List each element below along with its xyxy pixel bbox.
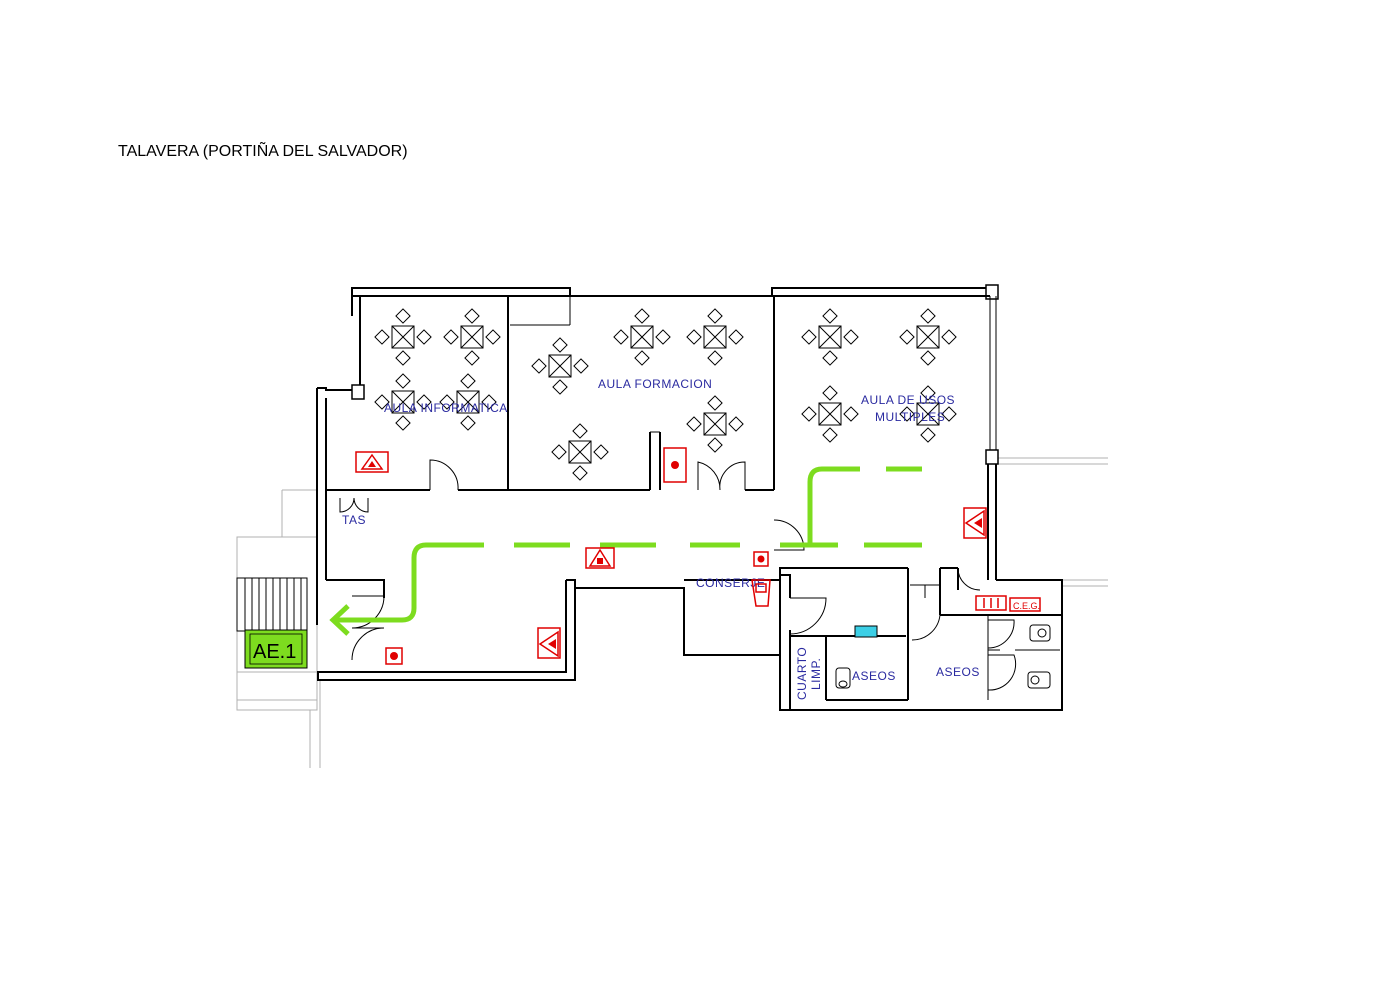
emergency-exit-icon: AE.1 — [244, 629, 308, 669]
label-tas: TAS — [342, 513, 366, 527]
walls — [316, 284, 1063, 711]
label-cuarto: CUARTO — [795, 647, 809, 700]
fire-alarm-icon — [537, 627, 561, 659]
staircase — [236, 577, 308, 632]
label-limp: LIMP. — [809, 658, 823, 690]
label-conserje: CONSERJE — [696, 576, 765, 590]
evacuation-route — [329, 466, 922, 636]
label-aula-usos-2: MULTIPLES — [875, 410, 945, 424]
table-with-chairs — [801, 308, 859, 366]
cge-label: C.E.G. — [1013, 601, 1040, 611]
label-aula-informatica: AULA INFORMATICA — [384, 401, 508, 415]
table-with-chairs — [801, 385, 859, 443]
furniture-placements — [374, 308, 957, 481]
doors — [339, 459, 1017, 691]
table-with-chairs — [551, 423, 609, 481]
fire-alarm-icon — [963, 507, 987, 539]
table-with-chairs — [531, 337, 589, 395]
extinguisher-icon — [385, 647, 403, 665]
fire-alarm-icon — [585, 547, 615, 569]
label-aseos-right: ASEOS — [936, 665, 980, 679]
exit-label: AE.1 — [253, 641, 296, 663]
table-with-chairs — [686, 308, 744, 366]
table-with-chairs — [439, 373, 497, 431]
electrical-panel-icon: C.E.G. — [975, 595, 1041, 612]
toilets — [835, 624, 1051, 689]
page-title: TALAVERA (PORTIÑA DEL SALVADOR) — [118, 143, 408, 160]
safety-icons: C.E.G. — [355, 447, 1041, 665]
extinguisher-icon — [663, 447, 687, 483]
room-labels: AULA INFORMATICA AULA FORMACION AULA DE … — [342, 377, 980, 700]
table-with-chairs — [374, 373, 432, 431]
table-with-chairs — [613, 308, 671, 366]
table-with-chairs — [686, 395, 744, 453]
label-aseos-left: ASEOS — [852, 669, 896, 683]
table-with-chairs — [899, 385, 957, 443]
panel-icon — [751, 579, 771, 607]
table-with-chairs — [374, 308, 432, 366]
table-with-chairs — [443, 308, 501, 366]
fire-alarm-icon — [355, 451, 389, 473]
label-aula-usos-1: AULA DE USOS — [861, 393, 955, 407]
extinguisher-icon — [753, 551, 769, 567]
table-with-chairs — [899, 308, 957, 366]
label-aula-formacion: AULA FORMACION — [598, 377, 712, 391]
